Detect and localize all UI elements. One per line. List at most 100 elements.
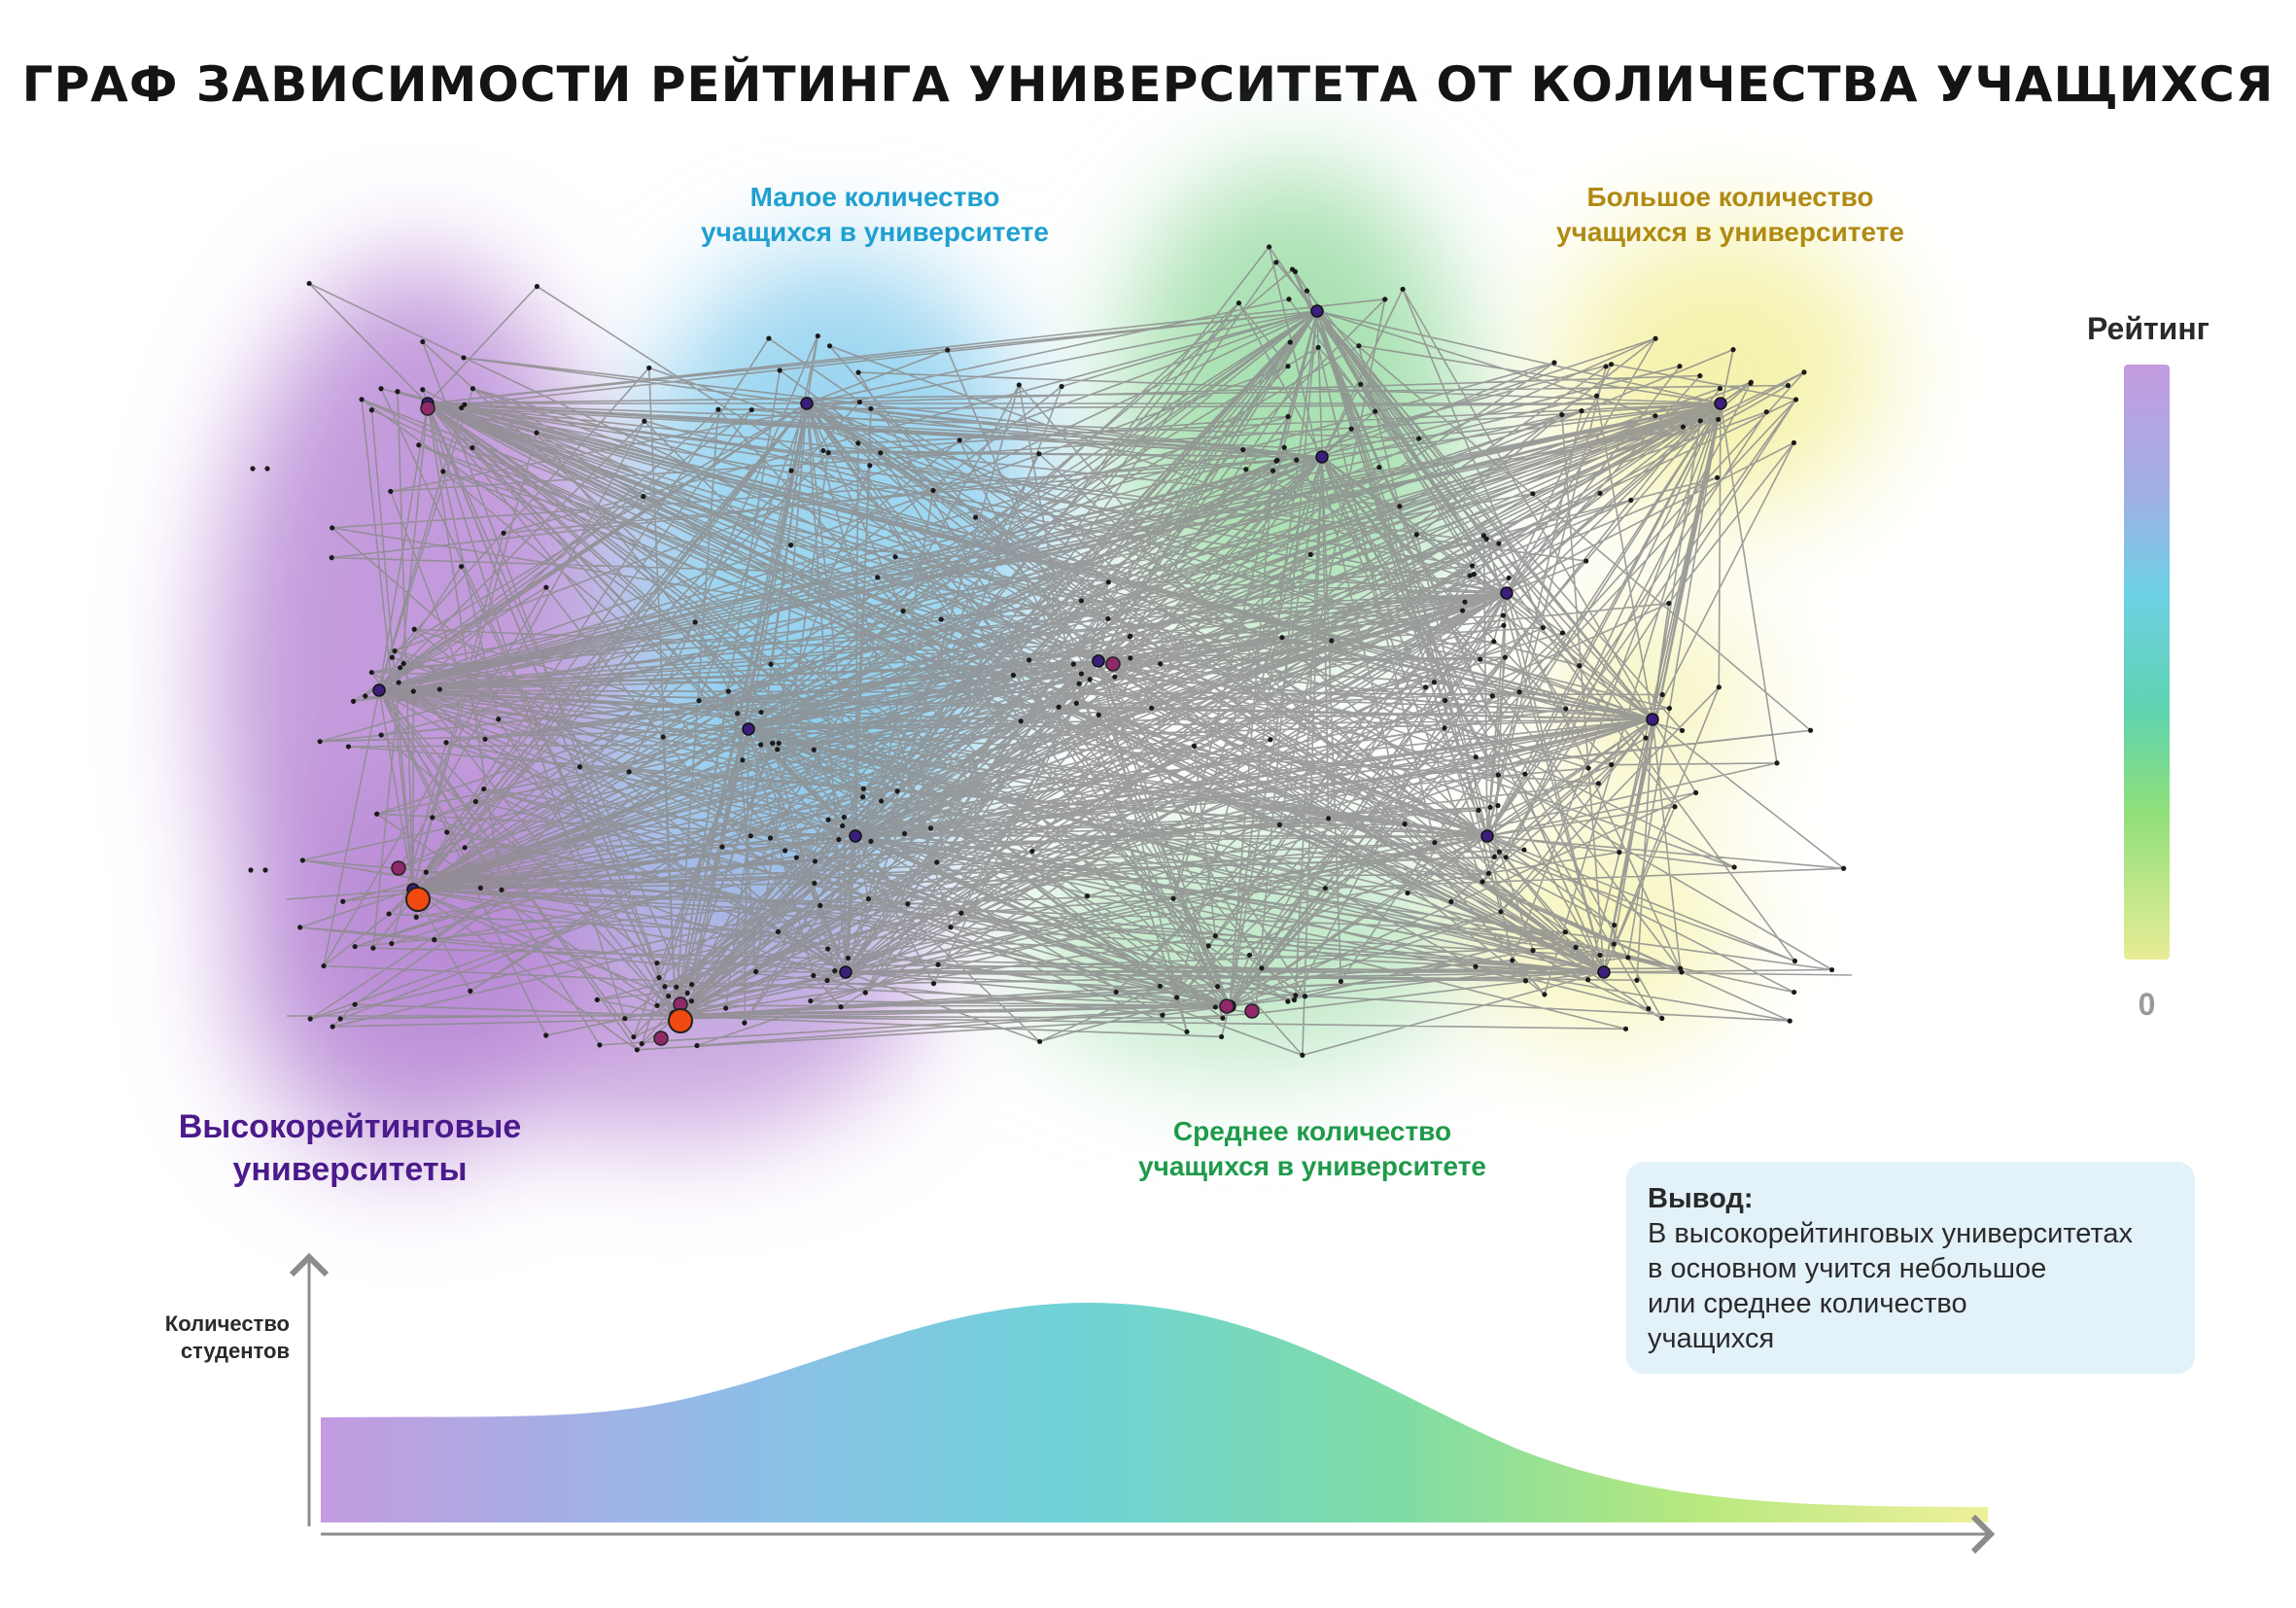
hub-node	[1315, 450, 1329, 464]
graph-node	[723, 1005, 729, 1011]
edge-lines	[286, 246, 1853, 1057]
graph-node	[934, 859, 940, 865]
graph-node	[501, 530, 506, 536]
graph-node	[378, 386, 384, 392]
graph-node	[1220, 1015, 1226, 1021]
graph-node	[812, 858, 818, 864]
graph-node	[350, 698, 357, 704]
graph-node	[1715, 474, 1721, 480]
graph-node	[1792, 958, 1798, 964]
graph-node	[1276, 821, 1282, 827]
graph-node	[719, 844, 725, 850]
graph-node	[820, 447, 826, 454]
graph-node	[855, 440, 861, 446]
graph-node	[1084, 893, 1091, 899]
graph-node	[1585, 977, 1591, 983]
graph-node	[1697, 418, 1703, 424]
graph-node	[758, 742, 764, 748]
graph-node	[775, 747, 781, 752]
legend-min-label: 0	[2138, 987, 2156, 1022]
conclusion-box: Вывод: В высокорейтинговых университетах…	[1626, 1162, 2195, 1374]
graph-node	[1273, 260, 1279, 265]
graph-node	[1356, 343, 1362, 349]
graph-node	[1476, 807, 1481, 813]
graph-node	[410, 688, 416, 694]
graph-node	[1597, 490, 1603, 496]
graph-node	[930, 981, 937, 987]
graph-node	[1160, 1012, 1165, 1018]
graph-node	[1322, 886, 1328, 891]
graph-node	[938, 616, 944, 622]
graph-node	[865, 895, 872, 902]
graph-node	[340, 898, 346, 904]
graph-node	[1431, 680, 1438, 685]
graph-node	[879, 798, 885, 804]
graph-node	[1495, 772, 1501, 778]
graph-node	[684, 990, 690, 996]
graph-node	[1157, 983, 1164, 989]
isolated-node	[248, 867, 254, 873]
graph-node	[768, 661, 774, 667]
graph-node	[1559, 411, 1565, 418]
graph-node	[1128, 633, 1133, 639]
isolated-node	[250, 466, 256, 472]
graph-node	[1128, 655, 1133, 661]
graph-node	[1285, 998, 1291, 1004]
graph-node	[1603, 364, 1609, 369]
graph-node	[444, 829, 450, 835]
graph-node	[392, 647, 398, 654]
graph-node	[646, 365, 652, 371]
graph-node	[1731, 864, 1737, 870]
graph-node	[777, 367, 783, 373]
graph-node	[770, 740, 776, 747]
graph-node	[534, 430, 539, 436]
graph-node	[1677, 364, 1683, 369]
graph-node	[388, 488, 394, 495]
graph-node	[413, 914, 419, 920]
graph-node	[1402, 821, 1408, 827]
graph-node	[901, 830, 908, 837]
graph-node	[1338, 978, 1344, 985]
graph-node	[1243, 467, 1249, 472]
graph-node	[1442, 725, 1447, 731]
graph-node	[935, 961, 941, 967]
graph-node	[758, 709, 764, 716]
graph-node	[1652, 413, 1658, 419]
graph-node	[860, 786, 866, 791]
graph-node	[1149, 705, 1155, 711]
graph-node	[1422, 684, 1429, 690]
distribution-chart	[289, 1252, 1996, 1555]
graph-node	[461, 355, 467, 361]
hub-node	[1714, 397, 1727, 410]
graph-node	[878, 450, 884, 456]
top-rated-node	[668, 1008, 693, 1033]
graph-node	[1828, 966, 1835, 973]
graph-node	[1300, 1052, 1305, 1058]
graph-node	[867, 463, 873, 469]
graph-node	[306, 280, 312, 287]
graph-node	[359, 397, 365, 402]
graph-node	[1609, 762, 1615, 768]
graph-node	[430, 815, 435, 821]
graph-node	[948, 925, 954, 930]
graph-node	[321, 962, 327, 969]
graph-node	[496, 717, 502, 722]
hub-node	[1597, 965, 1611, 979]
graph-node	[1281, 444, 1287, 450]
graph-node	[725, 688, 731, 694]
graph-node	[1348, 426, 1354, 432]
graph-node	[1294, 457, 1300, 463]
graph-node	[1530, 491, 1536, 497]
graph-node	[1191, 743, 1198, 749]
graph-node	[1373, 408, 1378, 414]
graph-node	[748, 406, 754, 413]
graph-node	[1634, 977, 1640, 983]
graph-edges	[286, 246, 1853, 1057]
graph-node	[1697, 372, 1703, 379]
graph-node	[808, 997, 814, 1004]
graph-node	[1496, 849, 1502, 855]
graph-node	[832, 967, 838, 974]
hub-node	[839, 965, 852, 979]
